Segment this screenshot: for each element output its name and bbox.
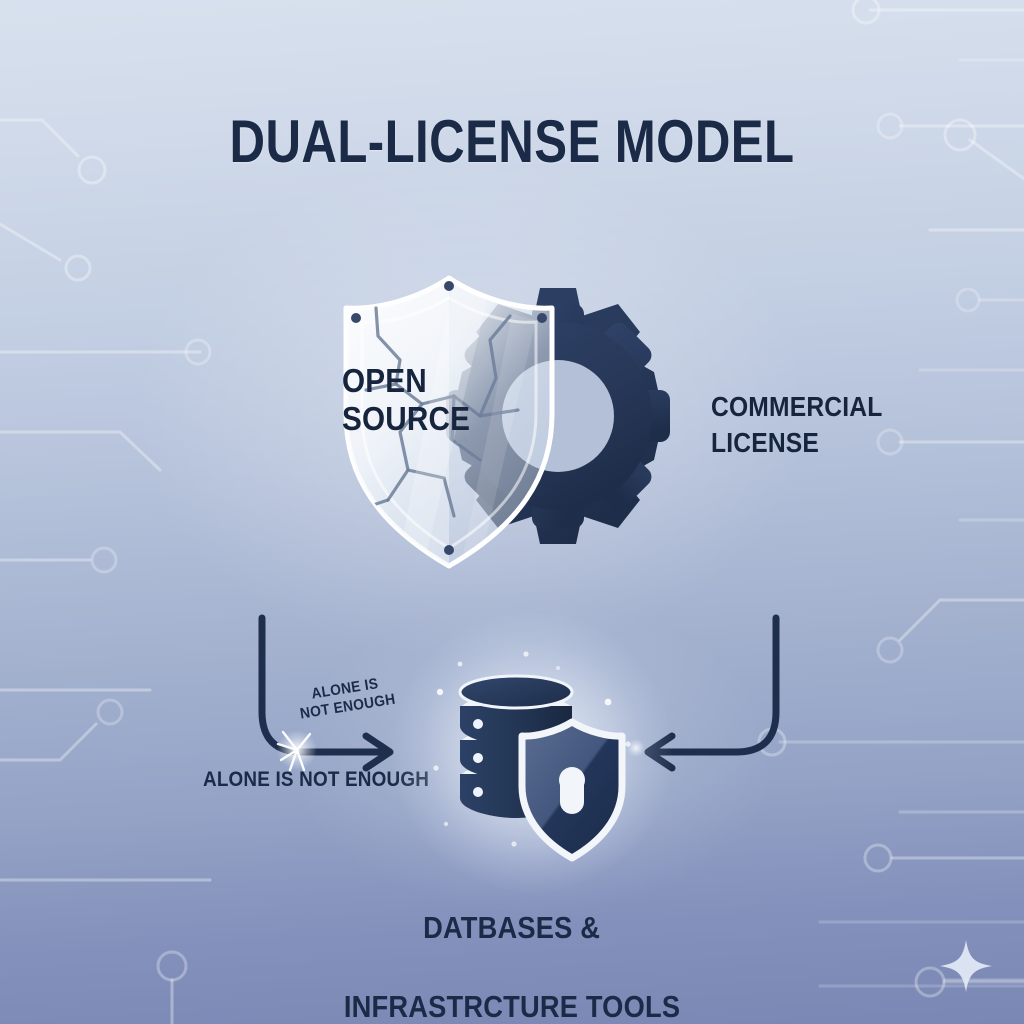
spark-burst-icon xyxy=(276,730,317,772)
database-caption: DATBASES & INFRASTRCTURE TOOLS xyxy=(0,868,1024,1024)
database-caption-line-2: INFRASTRCTURE TOOLS xyxy=(343,989,681,1024)
page-title: DUAL-LICENSE MODEL xyxy=(229,108,795,175)
shield-lock-icon xyxy=(518,718,626,862)
database-caption-line-1: DATBASES & xyxy=(423,909,601,945)
arrow-caption-small: ALONE IS NOT ENOUGH xyxy=(298,675,397,723)
cracked-shield-icon xyxy=(343,275,555,569)
sparkle-dots xyxy=(433,651,631,847)
open-source-label: OPEN SOURCE xyxy=(342,362,471,437)
shield-rivet xyxy=(537,313,547,323)
db-indicator xyxy=(473,787,483,797)
db-indicator xyxy=(473,753,483,763)
curved-arrow-left-icon xyxy=(644,614,780,772)
database-cylinder xyxy=(458,674,574,818)
db-indicator xyxy=(473,719,483,729)
arrow-caption-big: ALONE IS NOT ENOUGH xyxy=(203,768,430,791)
database-shield-lock-icon xyxy=(430,648,635,862)
shield-rivet xyxy=(444,545,454,555)
hero-graphic xyxy=(290,248,710,588)
commercial-license-label: COMMERCIAL LICENSE xyxy=(711,391,883,459)
shield-rivet xyxy=(444,281,454,291)
shield-rivet xyxy=(351,313,361,323)
